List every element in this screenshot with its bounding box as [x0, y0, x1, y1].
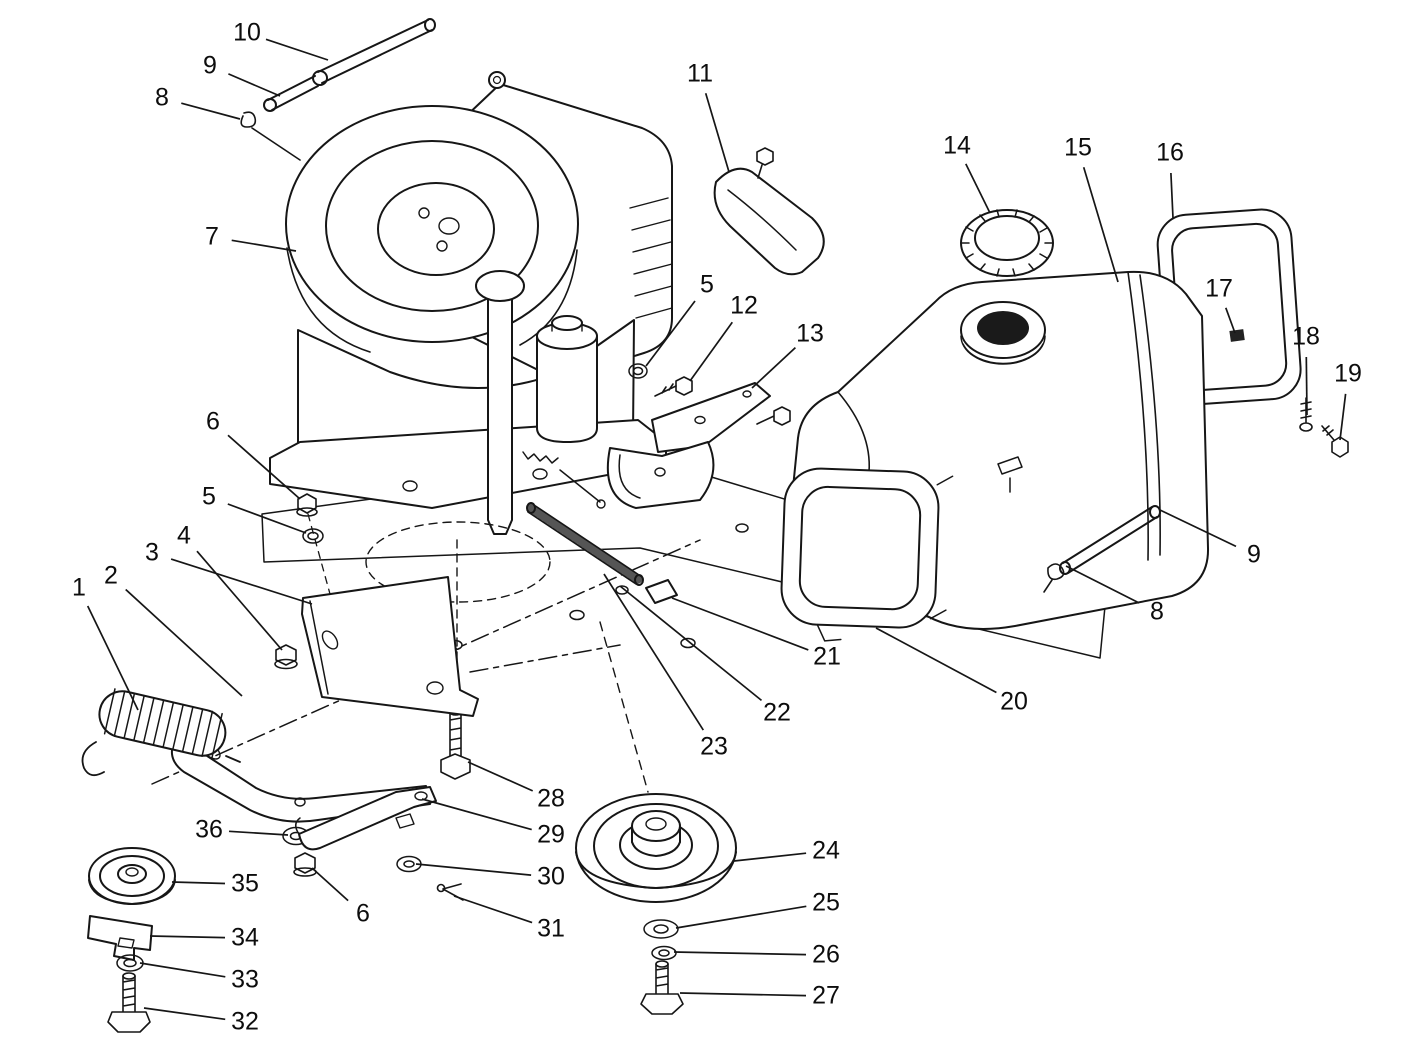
leader-line-9 [228, 73, 281, 97]
shroud-vents [629, 197, 673, 319]
leader-line-3 [170, 558, 313, 605]
leader-line-28 [467, 761, 534, 792]
leader-line-7 [231, 239, 297, 252]
leader-line-6 [227, 434, 301, 500]
washer-5-right [628, 363, 648, 379]
leader-line-8 [1065, 565, 1140, 604]
leader-line-36 [228, 830, 289, 836]
leader-line-16 [1170, 172, 1174, 219]
leader-line-4 [196, 550, 283, 651]
screw-18 [1299, 397, 1313, 432]
leader-line-34 [149, 935, 226, 939]
leader-line-14 [965, 163, 991, 214]
fuel-cap [960, 209, 1054, 277]
engine-pulley-24 [575, 793, 737, 903]
leader-line-22 [619, 585, 763, 702]
leader-line-10 [265, 38, 329, 61]
leader-line-30 [415, 863, 532, 876]
leader-line-18 [1305, 356, 1308, 416]
leader-line-11 [704, 92, 730, 173]
extension-spring-1 [81, 688, 241, 777]
leader-line-19 [1339, 393, 1347, 441]
duct-frame [780, 467, 954, 642]
tank-strap [1127, 271, 1161, 561]
bolt-27 [640, 960, 684, 1015]
shaft-cap [475, 270, 525, 302]
starter-motor [536, 335, 598, 443]
fuel-line [1062, 506, 1158, 574]
bolt-32 [107, 972, 151, 1033]
leader-line-33 [139, 962, 226, 978]
leader-line-5 [227, 503, 307, 534]
leader-line-15 [1082, 166, 1119, 283]
leader-line-12 [689, 321, 733, 382]
clip-17 [1229, 329, 1245, 342]
leader-line-21 [671, 597, 809, 651]
leader-line-29 [421, 798, 532, 831]
flange-nut-6-upper [296, 493, 318, 517]
leader-line-35 [171, 881, 226, 885]
bracket-13 [651, 382, 791, 453]
washer-26 [651, 945, 677, 961]
leader-line-23 [603, 573, 705, 731]
exhaust-guard [713, 147, 825, 276]
leader-line-13 [751, 346, 796, 389]
engine-bracket-3 [301, 576, 479, 717]
housing-bolt [488, 71, 506, 89]
leader-line-27 [679, 992, 807, 997]
clip-8-top [240, 111, 301, 161]
leader-line-1 [86, 605, 139, 711]
leader-line-2 [125, 588, 243, 697]
spacer-21 [645, 579, 678, 604]
leader-line-5 [645, 300, 696, 367]
tank-fitting [997, 456, 1023, 493]
heat-shield-lower [606, 441, 715, 509]
governor-link [522, 451, 601, 503]
leader-line-6 [311, 867, 349, 902]
leader-line-31 [453, 895, 533, 924]
leader-line-17 [1225, 307, 1236, 334]
dipstick-tube [240, 18, 436, 161]
idler-pulley-35 [88, 847, 176, 905]
threaded-rod [526, 502, 644, 586]
leader-line-25 [675, 905, 807, 929]
bolt-12 [654, 376, 693, 397]
bracket-13-bolt [756, 406, 791, 426]
leader-line-9 [1159, 509, 1237, 548]
hose-clamp [1043, 563, 1065, 593]
leader-line-8 [181, 102, 241, 120]
washer-25 [643, 919, 679, 939]
guard-bolt [756, 147, 774, 179]
leader-line-26 [673, 951, 807, 956]
engine-assembly [269, 71, 673, 793]
idler-bracket-29 [295, 786, 437, 851]
leader-line-20 [875, 627, 997, 694]
leader-line-32 [143, 1007, 226, 1021]
bolt-28 [440, 708, 471, 780]
leader-line-24 [733, 852, 807, 862]
